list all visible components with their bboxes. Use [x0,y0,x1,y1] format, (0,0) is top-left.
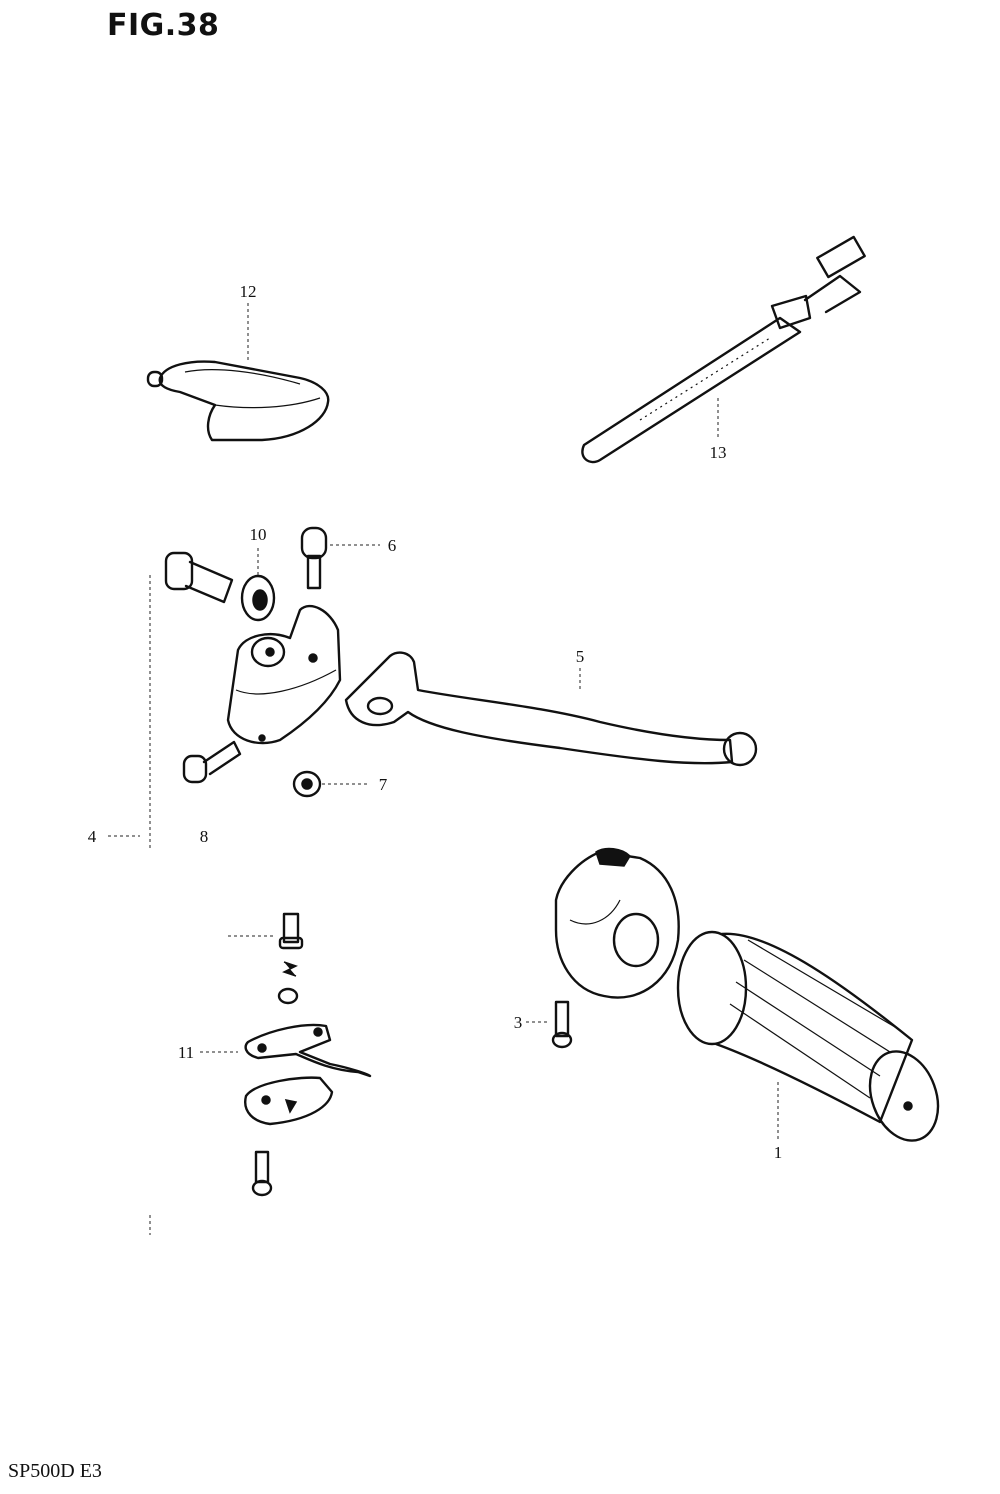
part-spring [277,961,299,1005]
part-5-clutch-lever [344,651,758,767]
callout-3: 3 [514,1013,523,1032]
part-10-washer [240,574,276,622]
part-switch-screw [278,912,304,950]
callout-10: 10 [250,525,267,544]
model-code: SP500D E3 [8,1460,102,1482]
part-bolt-large [164,551,234,604]
part-6-pivot-bolt [300,526,328,590]
callout-8: 8 [200,827,209,846]
callout-12: 12 [240,282,257,301]
figure-title: FIG.38 [107,8,220,43]
part-lever-bracket [226,604,342,745]
part-11-switch-plate [244,1023,372,1078]
callout-6: 6 [388,536,397,555]
part-13-cable-tie [581,235,866,464]
part-switch-lower-screw [251,1150,273,1197]
part-3-screw [551,1000,573,1049]
part-1-handle-grip [676,930,940,1142]
callout-7: 7 [379,775,388,794]
callout-4: 4 [88,827,97,846]
part-12-lever-cover [146,360,330,442]
part-7-nut [292,770,322,798]
part-bracket-bolt [182,740,242,784]
part-switch-body [244,1076,334,1126]
part-throttle-housing [554,847,680,999]
callout-13: 13 [710,443,727,462]
callout-1: 1 [774,1143,783,1162]
callout-5: 5 [576,647,585,666]
callout-11: 11 [178,1043,194,1062]
